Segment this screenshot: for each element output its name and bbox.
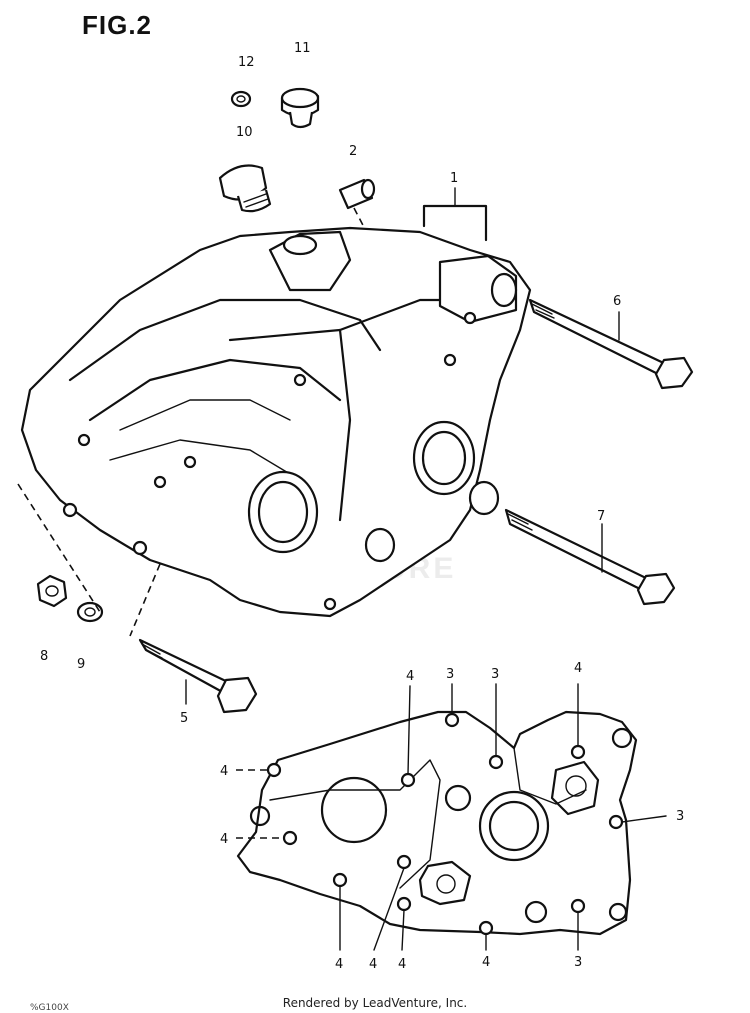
- callout-6: 6: [613, 294, 621, 309]
- diagram-code: %G100X: [30, 1003, 69, 1013]
- crankcase-gasket-view[interactable]: [236, 710, 638, 936]
- callout-12: 12: [238, 55, 255, 70]
- callout-3: 3: [574, 955, 582, 970]
- callout-4: 4: [220, 832, 228, 847]
- part-7-bolt[interactable]: [504, 508, 676, 606]
- callout-3: 3: [491, 667, 499, 682]
- callout-4: 4: [398, 957, 406, 972]
- figure-title: FIG.2: [82, 10, 153, 40]
- callout-4: 4: [335, 957, 343, 972]
- callout-4: 4: [220, 764, 228, 779]
- part-12-nut[interactable]: [230, 90, 252, 108]
- render-credit: Rendered by LeadVenture, Inc.: [282, 996, 468, 1010]
- part-10-filler-plug[interactable]: [218, 164, 272, 213]
- callout-4: 4: [482, 955, 490, 970]
- leader-part-5-dashed: [129, 563, 161, 637]
- part-8-nut[interactable]: [36, 574, 68, 608]
- gasket-leader-lines: [236, 683, 667, 951]
- callout-9: 9: [77, 657, 85, 672]
- part-9-washer[interactable]: [76, 601, 104, 623]
- callout-4: 4: [574, 661, 582, 676]
- callout-11: 11: [294, 41, 311, 56]
- callout-8: 8: [40, 649, 48, 664]
- callout-labels: 1 2 6 7 8 9 5 10 11 12 4 3 3 4 4 4 3 4 4…: [40, 41, 684, 972]
- part-2-dowel-pin[interactable]: [338, 178, 376, 210]
- callout-7: 7: [597, 509, 605, 524]
- part-1-crankcase[interactable]: [20, 226, 532, 618]
- callout-2: 2: [349, 144, 357, 159]
- callout-4: 4: [369, 957, 377, 972]
- leader-part-8-9: [17, 483, 101, 613]
- part-5-bolt[interactable]: [138, 638, 258, 714]
- callout-3: 3: [676, 809, 684, 824]
- part-6-bolt[interactable]: [528, 298, 694, 390]
- callout-1: 1: [450, 171, 458, 186]
- callout-5: 5: [180, 711, 188, 726]
- callout-4: 4: [406, 669, 414, 684]
- callout-10: 10: [236, 125, 253, 140]
- part-11-plug[interactable]: [280, 87, 320, 129]
- callout-3: 3: [446, 667, 454, 682]
- bracket-part-1: [422, 204, 488, 242]
